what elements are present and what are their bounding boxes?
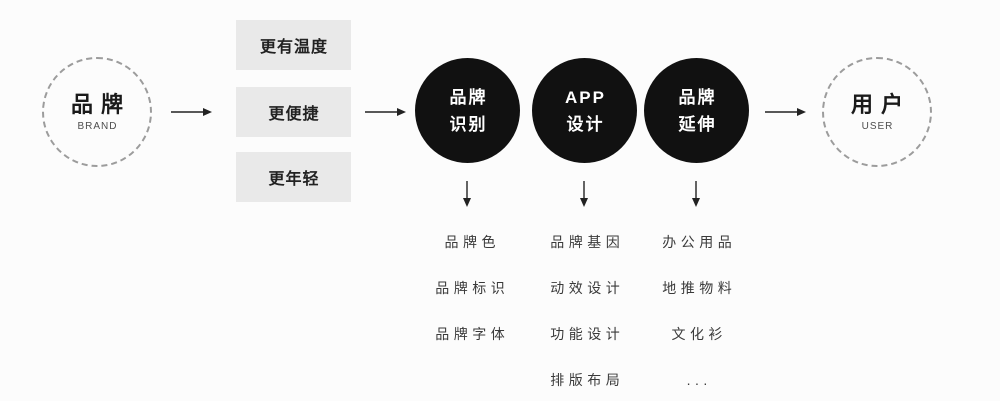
list-item: 品牌字体 <box>435 326 510 342</box>
stage-title-line: 延伸 <box>678 114 717 134</box>
arrow-right-icon <box>765 108 806 116</box>
stage-title-line: 识别 <box>449 114 488 134</box>
list-item: 排版布局 <box>550 372 625 388</box>
user-node-title: 用户 <box>850 91 911 117</box>
user-node-subtitle: USER <box>861 121 894 133</box>
list-item: 动效设计 <box>550 280 625 296</box>
list-item: 办公用品 <box>662 234 737 250</box>
user-node: 用户 USER <box>822 57 932 167</box>
list-item: 品牌色 <box>444 234 500 250</box>
arrow-down-icon <box>580 181 588 207</box>
stage-title-line: 品牌 <box>678 87 717 107</box>
list-item: 文化衫 <box>671 326 727 342</box>
brand-node-title: 品牌 <box>70 91 131 117</box>
list-item: 功能设计 <box>550 326 625 342</box>
quality-box-warm: 更有温度 <box>236 20 351 70</box>
list-item: ... <box>686 372 712 388</box>
quality-box-label: 更年轻 <box>268 171 320 188</box>
stage-title-line: 设计 <box>566 114 605 134</box>
brand-node-subtitle: BRAND <box>77 121 118 133</box>
brand-extension-item-list: 办公用品 地推物料 文化衫 ... <box>622 232 772 390</box>
list-item: 地推物料 <box>662 280 737 296</box>
list-item: 品牌标识 <box>435 280 510 296</box>
brand-identity-item-list: 品牌色 品牌标识 品牌字体 <box>395 232 545 344</box>
stage-circle-app-design: APP 设计 <box>532 58 637 163</box>
brand-node: 品牌 BRAND <box>42 57 152 167</box>
quality-box-young: 更年轻 <box>236 152 351 202</box>
stage-circle-brand-identity: 品牌 识别 <box>415 58 520 163</box>
stage-title-line: 品牌 <box>449 87 488 107</box>
arrow-right-icon <box>365 108 406 116</box>
list-item: 品牌基因 <box>550 234 625 250</box>
arrow-down-icon <box>692 181 700 207</box>
arrow-right-icon <box>171 108 212 116</box>
app-design-item-list: 品牌基因 动效设计 功能设计 排版布局 <box>510 232 660 390</box>
stage-circle-brand-extension: 品牌 延伸 <box>644 58 749 163</box>
arrow-down-icon <box>463 181 471 207</box>
quality-box-label: 更有温度 <box>259 39 328 56</box>
stage-title-line: APP <box>565 87 606 107</box>
quality-box-label: 更便捷 <box>268 106 320 123</box>
quality-box-convenient: 更便捷 <box>236 87 351 137</box>
